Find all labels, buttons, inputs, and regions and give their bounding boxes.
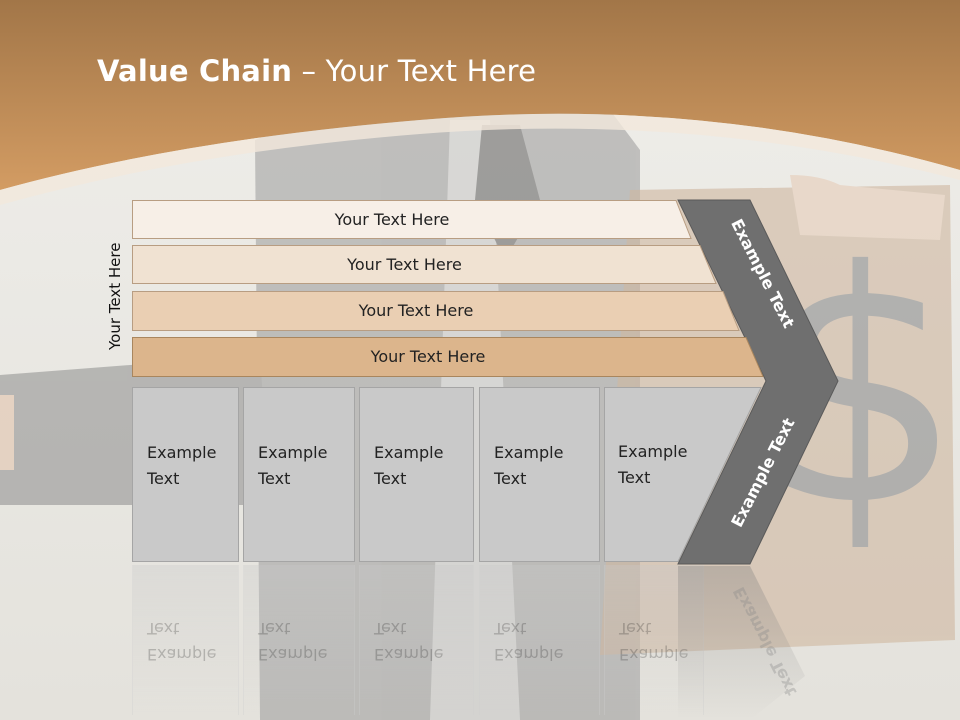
row-4-label: Your Text Here [370,346,486,366]
row-4-shape [132,337,764,377]
row-1-shape [132,200,692,239]
row-1[interactable]: Your Text Here [132,200,692,239]
row-2-shape [132,245,717,284]
chevron-arrow[interactable] [670,196,845,720]
row-3-shape [132,291,740,331]
side-label: Your Text Here [106,242,124,350]
row-1-label: Your Text Here [334,209,450,229]
row-3-label: Your Text Here [358,300,474,320]
title-bold: Value Chain [97,54,293,88]
row-4[interactable]: Your Text Here [132,337,764,377]
row-2-label: Your Text Here [347,254,462,274]
row-3[interactable]: Your Text Here [132,291,740,331]
row-2[interactable]: Your Text Here [132,245,717,284]
slide-title: Value Chain – Your Text Here [97,54,536,88]
title-rest: – Your Text Here [292,54,537,88]
box-5-shape [604,387,762,562]
